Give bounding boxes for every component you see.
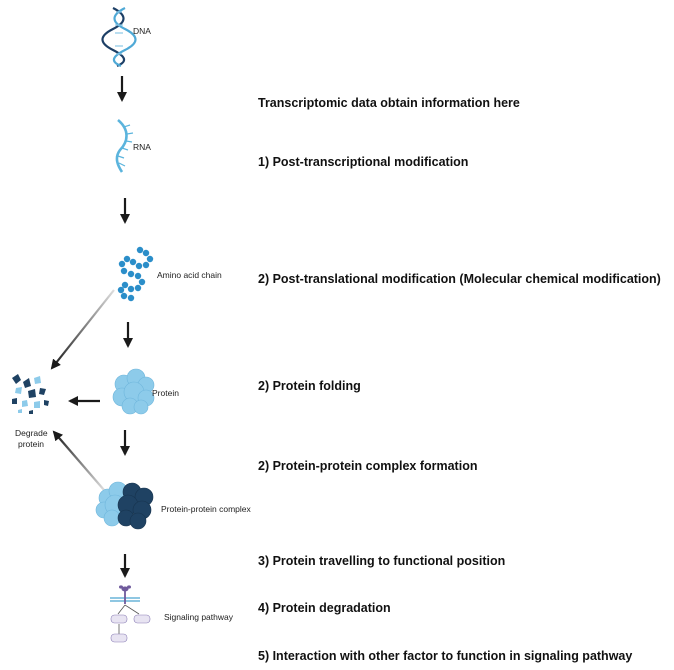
amino-acid-chain-icon [117, 246, 154, 302]
protein-complex-icon [95, 481, 154, 530]
signaling-pathway-label: Signaling pathway [164, 612, 234, 622]
step-transcriptomic: Transcriptomic data obtain information h… [258, 96, 520, 110]
protein-label: Protein [152, 388, 179, 398]
step-protein-degradation: 4) Protein degradation [258, 601, 391, 615]
step-complex-formation: 2) Protein-protein complex formation [258, 459, 477, 473]
protein-icon [112, 368, 155, 415]
dna-label: DNA [133, 26, 151, 36]
protein-complex-label: Protein-protein complex [161, 504, 252, 514]
arrow-amino-to-degrade [50, 289, 115, 370]
signaling-pathway-icon [110, 585, 151, 643]
amino-acid-chain-label: Amino acid chain [157, 270, 222, 280]
dna-helix-icon [101, 7, 137, 68]
arrow-complex-to-degrade [52, 430, 105, 491]
rna-label: RNA [133, 142, 151, 152]
step-signaling-interaction: 5) Interaction with other factor to func… [258, 649, 632, 663]
step-protein-travelling: 3) Protein travelling to functional posi… [258, 554, 505, 568]
step-post-transcriptional: 1) Post-transcriptional modification [258, 155, 468, 169]
step-protein-folding: 2) Protein folding [258, 379, 361, 393]
degrade-label-line2: protein [18, 439, 44, 449]
degraded-protein-icon [12, 374, 49, 414]
degrade-label-line1: Degrade [15, 428, 48, 438]
rna-strand-icon [115, 119, 134, 173]
step-post-translational: 2) Post-translational modification (Mole… [258, 272, 661, 286]
